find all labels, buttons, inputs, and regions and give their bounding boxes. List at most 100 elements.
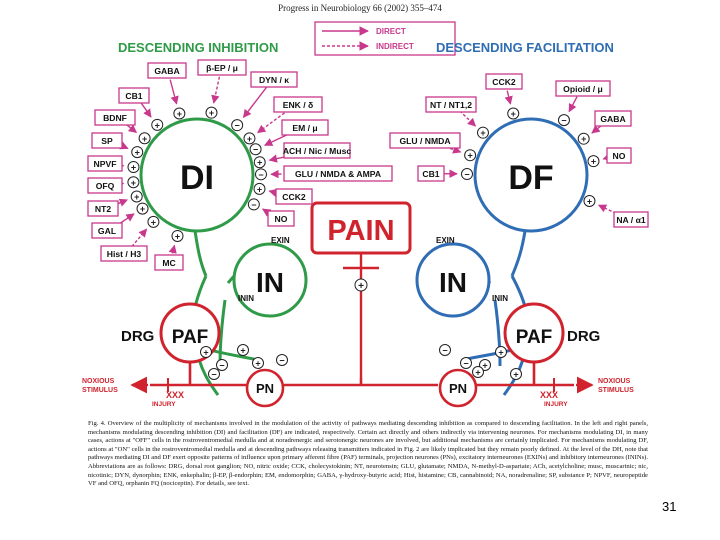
svg-text:+: + [482,361,487,371]
svg-text:+: + [255,359,260,369]
svg-text:+: + [203,348,208,358]
inhibition-modulator-box: Hist / H3 [100,245,148,262]
inhibition-modulator-arrow [211,76,221,104]
minus-sign-icon: − [461,168,474,181]
svg-text:+: + [587,197,592,207]
periphery-left: XXX NOXIOUS STIMULUS INJURY [82,376,184,408]
inhibition-modulator-box: CCK2 [275,188,313,205]
facilitation-modulator-label: NO [613,151,626,161]
inhibition-modulator-box: EM / μ [281,119,329,136]
inhibition-modulator-box: NO [267,210,295,227]
noxious-left-label: NOXIOUS [82,378,115,385]
svg-text:+: + [511,109,516,119]
inhibition-modulator-box: BDNF [94,109,136,126]
legend-direct: DIRECT [376,27,406,36]
svg-text:+: + [257,184,262,194]
in-left-circle [232,242,308,318]
pn-left-circle [245,368,285,408]
minus-sign-icon: − [247,198,260,211]
inhibition-modulator-arrow [140,102,152,118]
injury-right-label: INJURY [544,401,568,408]
minus-sign-icon: − [231,119,244,132]
plus-sign-icon: + [472,366,484,378]
svg-text:+: + [498,348,503,358]
facilitation-modulator-box: CCK2 [485,73,523,90]
facilitation-modulator-arrow [597,204,621,217]
plus-sign-icon: + [243,132,256,145]
svg-text:−: − [258,170,263,180]
df-label: DF [508,159,553,197]
svg-text:+: + [209,108,214,118]
in-right-label: IN [439,267,467,298]
pain-box: PAIN [310,201,412,255]
svg-text:+: + [155,120,160,130]
facilitation-modulator-label: GLU / NMDA [399,136,450,146]
plus-sign-icon: + [252,357,264,369]
svg-text:−: − [251,200,256,210]
inhibition-modulator-box: CB1 [118,87,150,104]
inhibition-modulator-arrow [242,86,268,119]
inin-left-label: ININ [238,294,254,303]
legend: DIRECT INDIRECT [314,21,456,56]
inhibition-modulator-label: NT2 [95,204,111,214]
pn-right-circle [438,368,478,408]
inhibition-modulator-box: GLU / NMDA & AMPA [283,165,393,182]
paf-right-circle [503,302,565,364]
plus-sign-icon: + [237,344,249,356]
facilitation-modulator-label: Opioid / μ [563,84,603,94]
facilitation-modulator-box: CB1 [417,165,445,182]
plus-sign-icon: + [253,182,266,195]
facilitation-modulator-box: GLU / NMDA [389,132,461,149]
svg-text:+: + [135,148,140,158]
inhibition-modulator-label: NPVF [94,159,117,169]
plus-sign-icon: + [464,149,477,162]
svg-text:+: + [134,192,139,202]
minus-sign-icon: − [208,368,220,380]
svg-text:−: − [253,145,258,155]
plus-sign-icon: + [151,118,164,131]
facilitation-modulator-box: NT / NT1,2 [425,96,477,113]
inhibition-modulator-label: DYN / κ [259,75,289,85]
inhibition-modulator-box: MC [154,254,184,271]
svg-text:−: − [442,346,447,356]
svg-text:+: + [358,281,364,292]
drg-right-label: DRG [567,328,600,345]
plus-sign-icon: + [577,132,590,145]
minus-sign-icon: − [460,357,472,369]
in-left-label: IN [256,267,284,298]
plus-sign-icon: + [495,346,507,358]
inin-right-label: ININ [492,294,508,303]
svg-text:+: + [581,134,586,144]
journal-header: Progress in Neurobiology 66 (2002) 355–4… [278,3,442,13]
plus-sign-icon: + [147,215,160,228]
plus-sign-icon: + [476,126,489,139]
title-descending-inhibition: DESCENDING INHIBITION [118,40,278,55]
exin-right-label: EXIN [436,236,455,245]
inhibition-modulator-box: ENK / δ [273,96,323,113]
plus-sign-icon: + [200,346,212,358]
minus-sign-icon: − [276,354,288,366]
svg-text:+: + [177,109,182,119]
in-right-circle [415,242,491,318]
plus-sign-icon: + [510,368,522,380]
facilitation-modulator-box: NO [606,147,632,164]
minus-sign-icon: − [557,114,570,127]
svg-text:−: − [279,356,284,366]
svg-text:+: + [140,204,145,214]
inhibition-modulator-arrow [257,109,289,134]
svg-text:−: − [235,121,240,131]
inhibition-modulator-label: β-EP / μ [206,63,238,73]
inhibition-modulator-box: GABA [147,62,187,79]
inhibition-modulator-label: GABA [154,66,179,76]
svg-text:+: + [151,217,156,227]
inhibition-modulator-label: ENK / δ [283,100,314,110]
title-descending-facilitation: DESCENDING FACILITATION [436,40,614,55]
minus-sign-icon: − [439,344,451,356]
pn-left-label: PN [256,381,274,396]
pn-right-label: PN [449,381,467,396]
drg-left-label: DRG [121,328,154,345]
plus-sign-icon: + [171,229,184,242]
facilitation-modulator-box: GABA [594,110,632,127]
legend-indirect: INDIRECT [376,42,414,51]
svg-text:+: + [257,158,262,168]
